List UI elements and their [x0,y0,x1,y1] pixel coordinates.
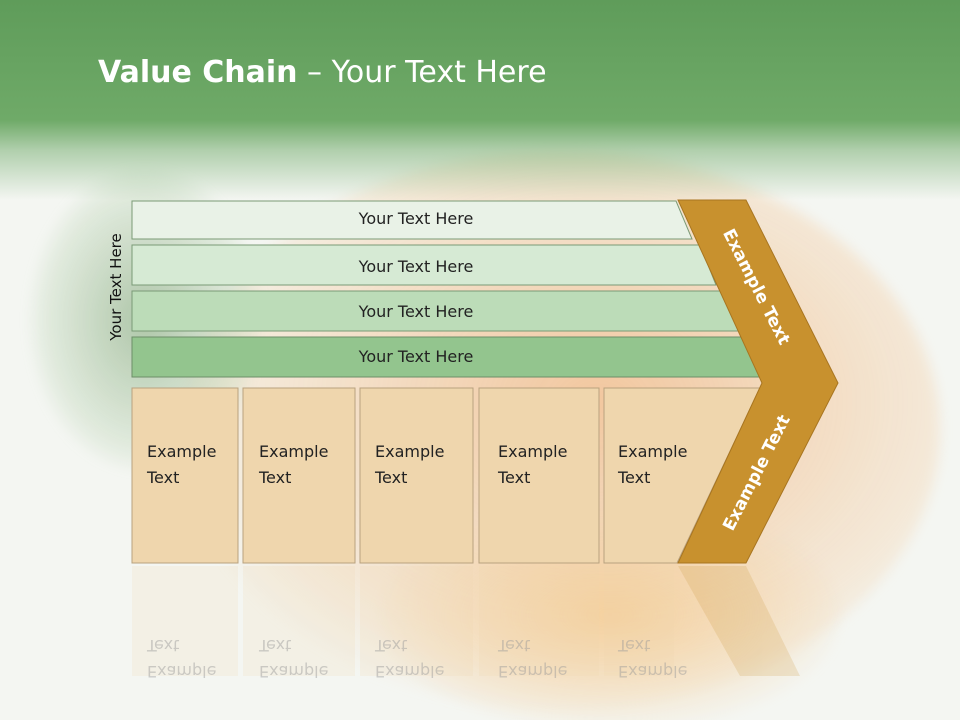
cell-2-reflection [243,566,355,676]
cell-3-text: Example Text [375,442,445,487]
title-bold: Value Chain [98,55,298,90]
page-title: Value Chain – Your Text Here [98,55,547,90]
cell-5 [603,387,761,564]
cell-1-reflection [132,566,238,676]
cell-4-reflection [479,566,599,676]
arrow-reflection [678,566,800,676]
bar-1 [131,200,693,240]
cell-3 [359,387,474,564]
cell-2 [242,387,356,564]
cell-5-text-reflection: Example Text [618,636,688,681]
bar-2-label: Your Text Here [358,257,474,276]
bar-2 [131,244,717,286]
cell-5-reflection [604,566,674,676]
reflection [132,566,800,676]
cell-1-text-reflection: Example Text [147,636,217,681]
cell-1-text: Example Text [147,442,217,487]
cell-2-text: Example Text [259,442,329,487]
bar-1-label: Your Text Here [358,209,474,228]
cell-3-reflection [360,566,473,676]
cell-4-text: Example Text [498,442,568,487]
title-rest: – Your Text Here [297,55,547,90]
bar-4-label: Your Text Here [358,347,474,366]
chevron-arrow [677,199,839,564]
cell-4-text-reflection: Example Text [498,636,568,681]
bar-3-label: Your Text Here [358,302,474,321]
cell-2-text-reflection: Example Text [259,636,329,681]
cell-3-text-reflection: Example Text [375,636,445,681]
header-band [0,0,960,200]
cell-5-text: Example Text [618,442,688,487]
cell-4 [478,387,600,564]
cell-1 [131,387,239,564]
